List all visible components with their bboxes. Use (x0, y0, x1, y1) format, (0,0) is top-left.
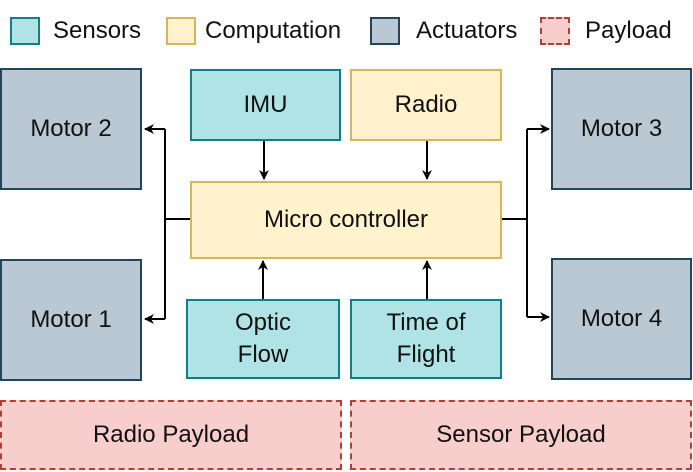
radio-payload-label: Radio Payload (92, 421, 250, 448)
legend-label-payload: Payload (585, 17, 672, 44)
motor-2-box: Motor 2 (0, 68, 142, 190)
radio-payload-box: Radio Payload (0, 400, 342, 470)
imu-label: IMU (243, 91, 288, 118)
motor-3-box: Motor 3 (551, 68, 692, 190)
time-of-flight-label: Time of Flight (386, 309, 466, 368)
optic-flow-label: Optic Flow (234, 309, 291, 368)
motor-4-box: Motor 4 (551, 258, 692, 380)
motor-4-label: Motor 4 (580, 305, 663, 332)
legend-swatch-actuators (370, 17, 400, 45)
legend-label-actuators: Actuators (416, 17, 518, 44)
time-of-flight-box: Time of Flight (350, 299, 502, 379)
imu-box: IMU (190, 69, 341, 141)
legend-swatch-sensors (10, 17, 40, 45)
sensor-payload-box: Sensor Payload (350, 400, 692, 470)
micro-controller-box: Micro controller (190, 181, 502, 259)
legend-swatch-computation (166, 17, 196, 45)
motor-1-label: Motor 1 (30, 306, 112, 333)
micro-controller-label: Micro controller (263, 206, 429, 233)
motor-2-label: Motor 2 (30, 115, 112, 142)
radio-label: Radio (394, 91, 458, 118)
legend-label-computation: Computation (205, 17, 342, 44)
motor-3-label: Motor 3 (580, 115, 663, 142)
sensor-payload-label: Sensor Payload (436, 421, 606, 448)
motor-1-box: Motor 1 (0, 259, 142, 381)
legend-swatch-payload (540, 17, 570, 45)
radio-box: Radio (350, 69, 502, 141)
legend-label-sensors: Sensors (53, 17, 142, 44)
optic-flow-box: Optic Flow (186, 299, 340, 379)
